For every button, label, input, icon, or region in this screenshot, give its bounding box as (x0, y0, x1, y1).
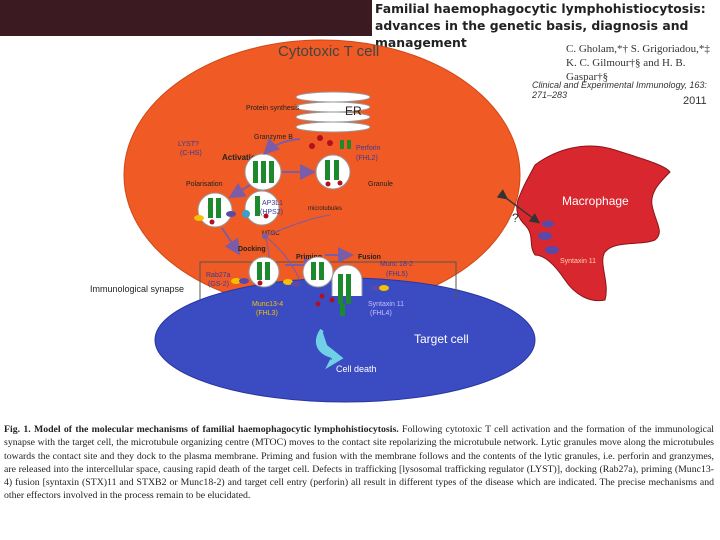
activation-granule (244, 153, 282, 191)
microtubule-line (264, 235, 301, 281)
rab27-label: Rab27a (206, 272, 231, 279)
macrophage-arrow (496, 189, 541, 224)
synapse-molecules (231, 278, 389, 307)
munc18-label: Munc 18-2 (380, 261, 413, 268)
munc13-label: Munc13-4 (252, 301, 283, 308)
fhl2-label: (FHL2) (356, 155, 378, 162)
polarisation-granule (194, 192, 236, 228)
granzyme-label: Granzyme B (254, 134, 293, 141)
authors-line-2: K. C. Gilmour†§ and H. B. Gaspar†§ (566, 57, 686, 83)
granzyme-dot (309, 143, 315, 149)
caption-body: Following cytotoxic T cell activation an… (4, 424, 715, 502)
flow-arrow (221, 227, 241, 256)
caption-label: Fig. 1. (4, 424, 31, 435)
flow-arrow (228, 182, 251, 199)
microtubules-label: microtubules (308, 206, 342, 212)
fhl-mechanism-figure: Macrophage Syntaxin 11 ? Cytotoxic T cel… (90, 39, 671, 403)
macrophage-syntaxin-label: Syntaxin 11 (560, 258, 596, 265)
chs-label: (C-HS) (180, 150, 202, 157)
microtubule-line (264, 214, 331, 237)
syntaxin-target-label: Syntaxin 11 (368, 301, 404, 308)
header-bar (0, 0, 372, 36)
caption-title: Model of the molecular mechanisms of fam… (33, 424, 399, 435)
fhl3-label: (FHL3) (256, 310, 278, 317)
hps2-label: (HPS2) (260, 209, 283, 216)
question-mark: ? (512, 211, 519, 225)
journal-citation: Clinical and Experimental Immunology, 16… (532, 80, 707, 100)
figure-caption: Fig. 1. Model of the molecular mechanism… (4, 423, 714, 503)
fhl5-label: (FHL5) (386, 271, 408, 278)
polarisation-label: Polarisation (186, 181, 223, 188)
priming-label: Priming (296, 254, 322, 261)
macrophage-vesicle (545, 246, 559, 254)
macrophage-vesicle (542, 220, 554, 228)
authors-line-1: C. Gholam,*† S. Grigoriadou,*‡ (566, 43, 710, 55)
synapse-bracket (199, 261, 457, 300)
er-stack (295, 91, 371, 133)
granule-label: Granule (368, 181, 393, 188)
cell-death-label: Cell death (336, 364, 377, 374)
macrophage-vesicle (538, 232, 552, 240)
perforin-label: Perforin (356, 145, 381, 152)
fusion-granule (331, 264, 363, 316)
protein-synthesis-label: Protein synthesis (246, 105, 300, 112)
paper-title: Familial haemophagocytic lymphohistiocyt… (375, 1, 706, 50)
publication-year: 2011 (683, 95, 707, 107)
mtoc-dot (262, 233, 268, 239)
docking-label: Docking (238, 246, 266, 253)
activation-label: Activation (222, 153, 261, 162)
author-list: C. Gholam,*† S. Grigoriadou,*‡ K. C. Gil… (566, 42, 716, 84)
target-cell-label: Target cell (414, 332, 469, 346)
ap3-granule (242, 190, 280, 226)
fusion-label: Fusion (358, 254, 381, 261)
immuno-synapse-label: Immunological synapse (90, 284, 184, 294)
lytic-granule (315, 154, 351, 190)
cell-title: Cytotoxic T cell (278, 43, 379, 60)
ap3-label: AP3L1 (262, 200, 283, 207)
flow-arrow (263, 137, 301, 155)
granzyme-dot (327, 140, 333, 146)
cell-death-arrow (315, 328, 344, 370)
fhl4-label: (FHL4) (370, 310, 392, 317)
docking-granule (248, 256, 280, 288)
granzyme-dot (317, 135, 323, 141)
er-label: ER (345, 104, 362, 118)
priming-granule (302, 256, 334, 288)
macrophage-label: Macrophage (562, 194, 629, 208)
perforin-bar (347, 140, 351, 149)
target-cell (154, 277, 536, 403)
perforin-bar (340, 140, 344, 149)
lyst-label: LYST? (178, 141, 199, 148)
macrophage-cell (516, 145, 671, 302)
gs2-label: (GS-2) (208, 281, 229, 288)
